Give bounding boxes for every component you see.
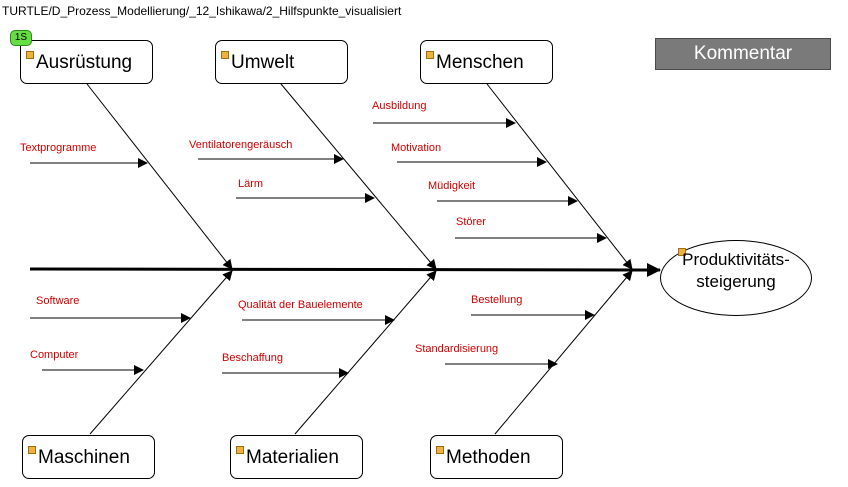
category-umwelt[interactable]: Umwelt (215, 40, 348, 84)
cause-beschaffung[interactable]: Beschaffung (222, 352, 283, 364)
breadcrumb: TURTLE/D_Prozess_Modellierung/_12_Ishika… (2, 4, 402, 18)
category-methoden[interactable]: Methoden (430, 435, 563, 479)
status-badge: 1S (10, 30, 32, 46)
category-label: Maschinen (38, 447, 130, 468)
bone-materialien (294, 270, 437, 435)
category-menschen[interactable]: Menschen (420, 40, 553, 84)
cause-qualitaet[interactable]: Qualität der Bauelemente (238, 299, 363, 311)
bone-maschinen (89, 270, 233, 435)
bone-menschen (486, 83, 633, 270)
bone-umwelt (280, 83, 437, 270)
category-label: Methoden (446, 447, 531, 468)
marker-icon (426, 51, 434, 59)
bone-methoden (494, 270, 633, 435)
marker-icon (236, 446, 244, 454)
effect-label: Produktivitäts- steigerung (682, 250, 790, 291)
bone-ausruestung (86, 83, 233, 270)
category-label: Menschen (436, 52, 524, 73)
category-materialien[interactable]: Materialien (230, 435, 363, 479)
cause-textprogramme[interactable]: Textprogramme (20, 142, 97, 154)
effect-ellipse[interactable]: Produktivitäts- steigerung (660, 240, 812, 316)
marker-icon (221, 51, 229, 59)
cause-computer[interactable]: Computer (30, 349, 79, 361)
marker-icon (26, 51, 34, 59)
marker-icon (678, 248, 686, 256)
cause-software[interactable]: Software (36, 295, 80, 307)
cause-bestellung[interactable]: Bestellung (471, 294, 523, 306)
comment-button[interactable]: Kommentar (655, 38, 831, 70)
cause-stoerer[interactable]: Störer (456, 216, 486, 228)
cause-standardisierung[interactable]: Standardisierung (415, 343, 499, 355)
cause-muedigkeit[interactable]: Müdigkeit (428, 180, 476, 192)
category-label: Materialien (246, 447, 339, 468)
spine-line (29, 262, 661, 277)
cause-ausbildung[interactable]: Ausbildung (372, 100, 427, 112)
cause-laerm[interactable]: Lärm (238, 178, 264, 190)
cause-ventilatorengeraeusch[interactable]: Ventilatorengeräusch (189, 139, 293, 151)
category-label: Umwelt (231, 52, 295, 73)
marker-icon (28, 446, 36, 454)
marker-icon (436, 446, 444, 454)
category-maschinen[interactable]: Maschinen (22, 435, 155, 479)
cause-motivation[interactable]: Motivation (391, 142, 442, 154)
category-ausruestung[interactable]: Ausrüstung (20, 40, 153, 84)
category-label: Ausrüstung (36, 52, 133, 73)
